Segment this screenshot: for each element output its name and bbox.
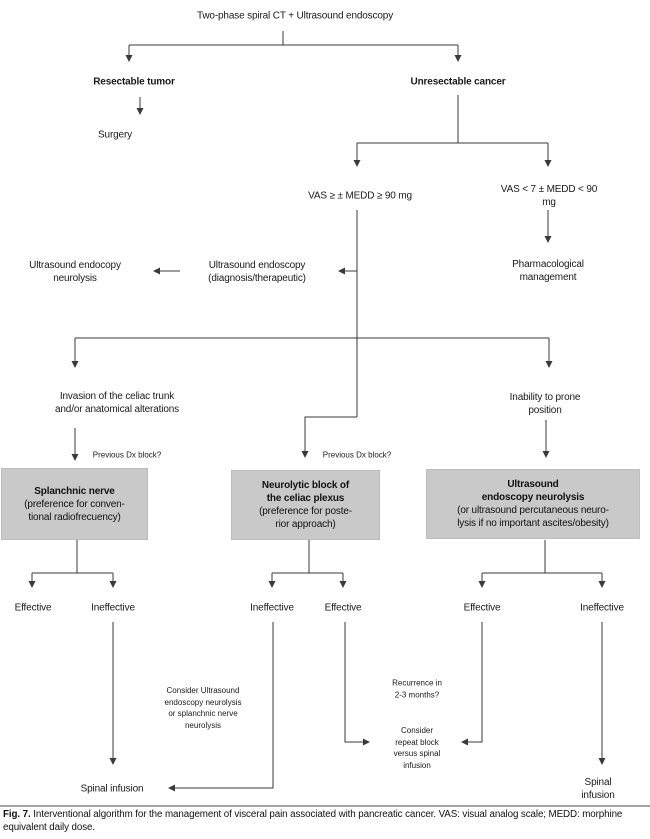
note-consider-repeat-block: Consider repeat block versus spinal infu… <box>393 726 441 770</box>
note-consider-ultrasound-neurolysis: Consider Ultrasound endoscopy neurolysis… <box>164 686 242 730</box>
box-neurolytic-block: Neurolytic block of the celiac plexus (p… <box>231 470 380 540</box>
node-ultrasound-endoscopy-diagnostic: Ultrasound endoscopy (diagnosis/therapeu… <box>208 260 306 284</box>
box-splanchnic-nerve: Splanchnic nerve (preference for conven-… <box>1 468 148 540</box>
figure-caption-label: Fig. 7. <box>3 809 31 820</box>
node-spinal-infusion-left: Spinal infusion <box>80 783 144 795</box>
figure-caption: Fig. 7. Interventional algorithm for the… <box>3 809 647 834</box>
label-previous-dx-block-left: Previous Dx block? <box>92 450 162 460</box>
node-surgery: Surgery <box>98 129 132 141</box>
outcome-ineffective-right: Ineffective <box>580 602 624 614</box>
node-vas-low: VAS < 7 ± MEDD < 90 mg <box>500 184 598 208</box>
box-splanchnic-title: Splanchnic nerve <box>34 485 115 497</box>
box-ultrasound-endoscopy-neurolysis: Ultrasound endoscopy neurolysis (or ultr… <box>426 469 640 539</box>
label-previous-dx-block-middle: Previous Dx block? <box>322 450 392 460</box>
box-splanchnic-subtitle: (preference for conven- tional radiofrec… <box>24 498 125 523</box>
node-invasion-celiac-trunk: Invasion of the celiac trunk and/or anat… <box>54 391 180 415</box>
outcome-effective-left: Effective <box>14 602 52 614</box>
box-ultrasound-subtitle: (or ultrasound percutaneous neuro- lysis… <box>457 505 609 529</box>
box-ultrasound-title: Ultrasound endoscopy neurolysis <box>481 479 585 503</box>
node-vas-high: VAS ≥ ± MEDD ≥ 90 mg <box>308 190 412 202</box>
box-neurolytic-title: Neurolytic block of the celiac plexus <box>261 480 350 504</box>
outcome-effective-middle: Effective <box>324 602 362 614</box>
node-inability-prone-position: Inability to prone position <box>509 392 581 416</box>
note-recurrence: Recurrence in 2-3 months? <box>392 678 442 700</box>
node-ultrasound-endocopy-neurolysis: Ultrasound endocopy neurolysis <box>29 260 121 284</box>
node-spinal-infusion-right: Spinal infusion <box>581 777 615 801</box>
node-resectable-tumor: Resectable tumor <box>93 76 175 88</box>
figure-caption-text: Interventional algorithm for the managem… <box>3 809 623 833</box>
box-neurolytic-subtitle: (preference for poste- rior approach) <box>259 506 352 530</box>
outcome-ineffective-left: Ineffective <box>91 602 135 614</box>
node-unresectable-cancer: Unresectable cancer <box>410 76 506 88</box>
outcome-ineffective-middle: Ineffective <box>250 602 294 614</box>
outcome-effective-right: Effective <box>463 602 501 614</box>
node-root: Two-phase spiral CT + Ultrasound endosco… <box>196 10 394 22</box>
node-pharmacological-management: Pharmacological management <box>512 259 584 283</box>
